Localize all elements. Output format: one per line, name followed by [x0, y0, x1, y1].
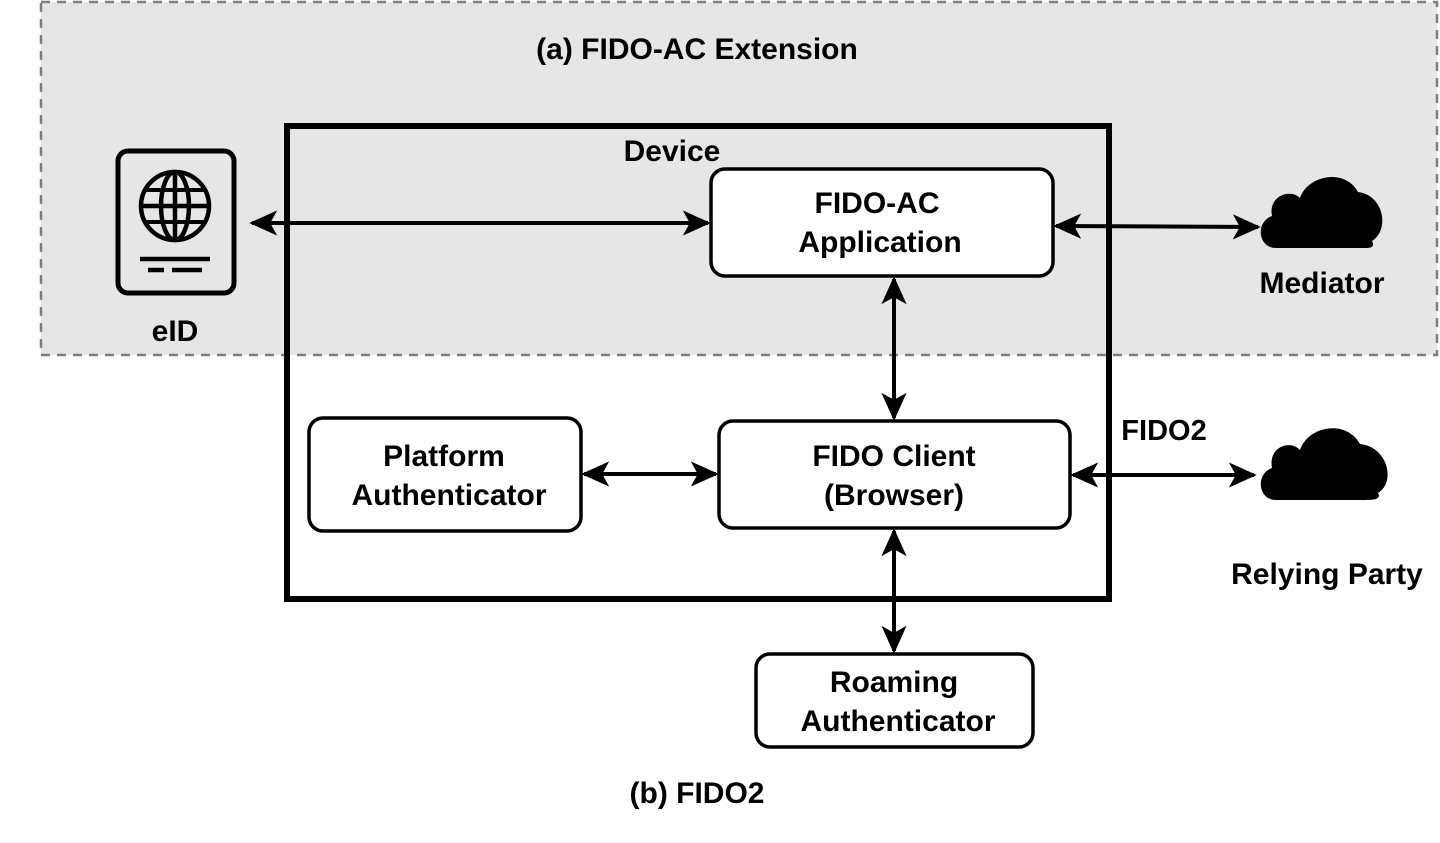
fido-ac-application-label-2: Application — [798, 226, 961, 259]
platform-authenticator-box — [307, 416, 583, 533]
device-label: Device — [624, 135, 721, 168]
roaming-authenticator-label-2: Authenticator — [801, 705, 996, 738]
platform-authenticator-label: Platform — [383, 440, 505, 473]
platform-authenticator-label-2: Authenticator — [352, 479, 547, 512]
passport-icon — [115, 148, 237, 296]
fido2-caption: (b) FIDO2 — [630, 777, 765, 810]
eid-label: eID — [152, 315, 199, 348]
fido-ac-application-label: FIDO-AC — [815, 187, 940, 220]
roaming-authenticator-label: Roaming — [830, 666, 958, 699]
fido2-edge-label: FIDO2 — [1121, 415, 1206, 447]
fido-client-label: FIDO Client — [812, 440, 975, 473]
mediator-label: Mediator — [1259, 267, 1384, 300]
arrow-fido-ac-app-to-mediator — [1053, 213, 1261, 240]
cloud-icon — [1260, 177, 1383, 249]
device-box — [284, 123, 1112, 602]
relying-party-label: Relying Party — [1231, 558, 1423, 591]
cloud-icon — [1260, 428, 1388, 500]
fido-client-label-2: (Browser) — [824, 479, 964, 512]
fido-client-box — [717, 419, 1072, 530]
extension-caption: (a) FIDO-AC Extension — [536, 33, 858, 66]
fido-ac-application-box — [709, 167, 1055, 278]
roaming-authenticator-box — [754, 652, 1035, 749]
